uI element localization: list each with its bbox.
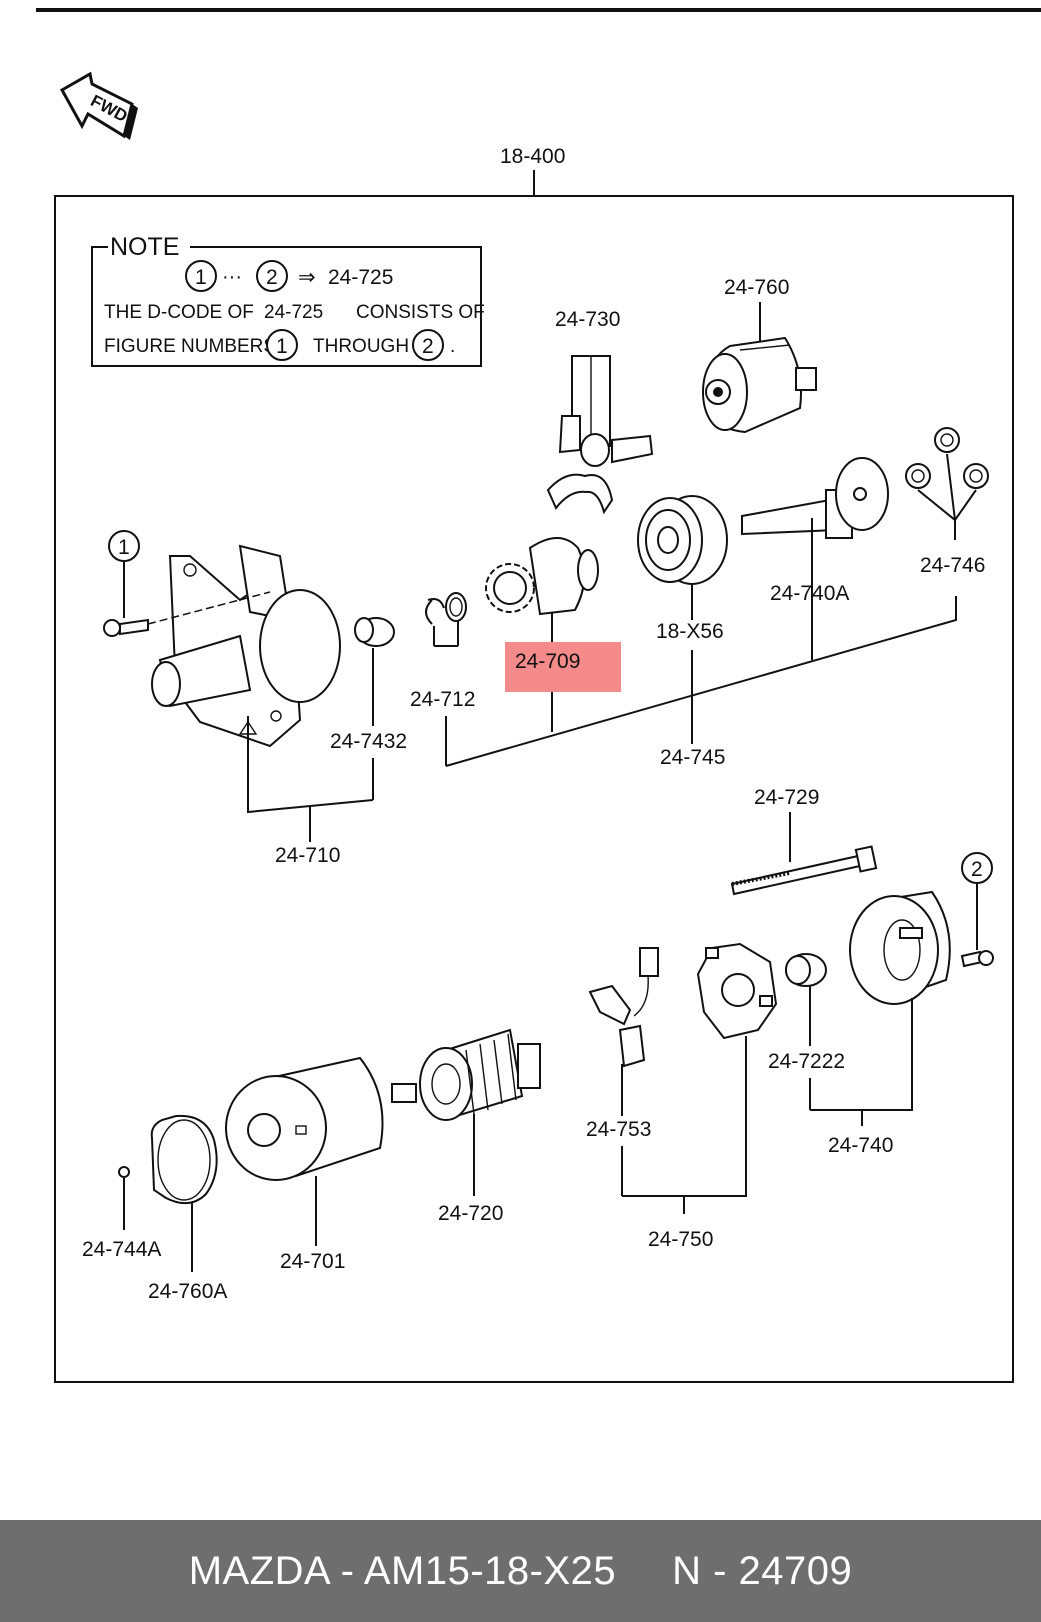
label-24-709: 24-709 <box>515 650 580 673</box>
label-18-X56: 18-X56 <box>656 620 724 643</box>
part-rear-cover <box>849 890 951 1005</box>
part-brush-holder <box>696 942 778 1040</box>
label-18-400: 18-400 <box>500 145 565 168</box>
part-brush <box>588 947 659 1068</box>
label-24-740: 24-740 <box>828 1134 893 1157</box>
part-overrunning-clutch <box>485 537 599 616</box>
note-line3-circle-2: 2 <box>422 335 434 358</box>
label-24-712: 24-712 <box>410 688 475 711</box>
assembly-frame <box>54 195 1014 1383</box>
note-line2-a: THE D-CODE OF <box>104 302 254 323</box>
part-stop-ring <box>425 592 467 625</box>
part-bearing <box>785 953 827 987</box>
note-heading: NOTE <box>110 233 179 261</box>
note-line3-circle-1: 1 <box>276 335 288 358</box>
label-24-760A: 24-760A <box>148 1280 227 1303</box>
label-24-745: 24-745 <box>660 746 725 769</box>
label-24-740A: 24-740A <box>770 582 849 605</box>
note-line2-b: CONSISTS OF <box>356 302 485 323</box>
fwd-arrow-icon: FWD <box>59 71 138 140</box>
part-planet-gears <box>905 427 989 489</box>
part-gasket <box>150 1114 218 1205</box>
note-circle-1: 1 <box>195 266 207 289</box>
part-front-housing <box>151 544 341 748</box>
part-armature <box>391 1028 541 1121</box>
label-24-750: 24-750 <box>648 1228 713 1251</box>
footer-bar: MAZDA - AM15-18-X25 N - 24709 <box>0 1520 1041 1622</box>
note-line3-end: . <box>450 336 455 357</box>
note-box: NOTE 1 ··· 2 ⇒ 24-725 THE D-CODE OF 24-7… <box>91 233 485 367</box>
note-line3-a: FIGURE NUMBERS <box>104 336 276 357</box>
exploded-parts-diagram: FWD 18-400 NOTE 1 ··· 2 ⇒ 24-725 THE D-C… <box>36 8 1041 1383</box>
part-steel-ball <box>118 1166 130 1178</box>
part-solenoid <box>702 336 817 434</box>
part-bushing <box>354 617 395 647</box>
footer-figure-code: N - 24709 <box>672 1548 853 1593</box>
note-arrow-target: 24-725 <box>328 266 393 289</box>
label-24-760: 24-760 <box>724 276 789 299</box>
highlight-24-709 <box>505 642 621 692</box>
label-24-746: 24-746 <box>920 554 985 577</box>
callout-1: 1 <box>118 536 130 559</box>
part-shaft <box>741 457 889 539</box>
label-24-7432: 24-7432 <box>330 730 407 753</box>
part-through-bolt <box>730 845 878 896</box>
note-dots: ··· <box>222 266 242 288</box>
footer-part-number: MAZDA - AM15-18-X25 <box>188 1548 617 1593</box>
label-24-7222: 24-7222 <box>768 1050 845 1073</box>
part-internal-gear <box>637 495 728 585</box>
label-24-730: 24-730 <box>555 308 620 331</box>
part-screw-2 <box>960 950 994 968</box>
label-24-720: 24-720 <box>438 1202 503 1225</box>
part-screw-1 <box>103 618 149 637</box>
callout-2: 2 <box>971 858 983 881</box>
label-24-729: 24-729 <box>754 786 819 809</box>
part-drive-lever <box>546 355 654 515</box>
note-line3-b: THROUGH <box>313 336 409 357</box>
note-circle-2: 2 <box>266 266 278 289</box>
label-24-710: 24-710 <box>275 844 340 867</box>
note-line2-code: 24-725 <box>264 302 323 323</box>
part-yoke <box>225 1056 384 1181</box>
label-24-753: 24-753 <box>586 1118 651 1141</box>
label-24-701: 24-701 <box>280 1250 345 1273</box>
label-24-744A: 24-744A <box>82 1238 161 1261</box>
note-arrow: ⇒ <box>298 266 316 289</box>
